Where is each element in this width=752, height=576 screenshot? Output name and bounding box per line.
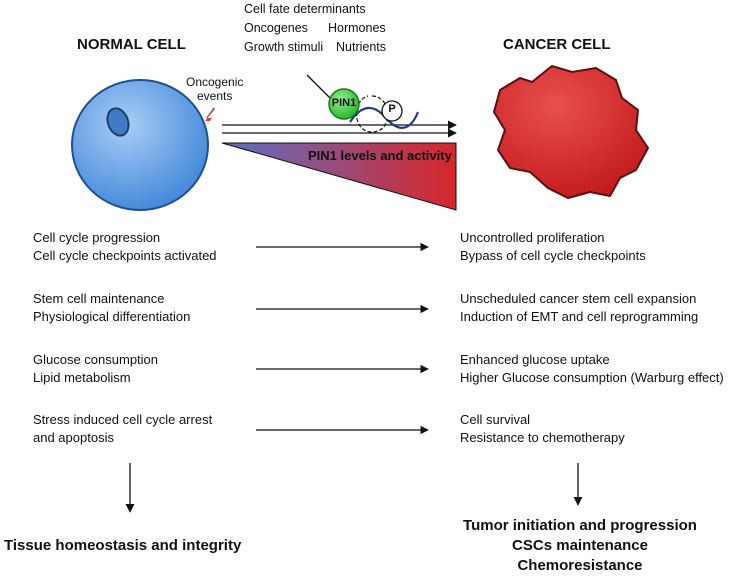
row-3-cancer: Enhanced glucose uptake Higher Glucose c… [460,351,724,387]
row-1-normal: Cell cycle progression Cell cycle checkp… [33,229,217,265]
normal-cell [71,79,209,211]
phosphate-icon [381,100,403,122]
row-1-normal-line-1: Cell cycle progression [33,230,161,245]
stimuli-nutrients: Nutrients [336,40,387,54]
row-3-cancer-line-2: Higher Glucose consumption (Warburg effe… [460,370,724,385]
row-4-normal-line-1: Stress induced cell cycle arrest [33,412,213,427]
pin1-gradient-triangle [221,142,457,211]
oncogenic-line-2: events [197,89,233,103]
oncogenic-line-1: Oncogenic [186,75,244,89]
row-1-normal-line-2: Cell cycle checkpoints activated [33,248,217,263]
row-3-normal-line-1: Glucose consumption [33,352,159,367]
pin1-enzyme [328,88,360,120]
row-4-normal-line-2: and apoptosis [33,430,114,445]
gradient-label: PIN1 levels and activity [308,148,452,163]
cancer-outcome-line-2: CSCs maintenance [512,537,648,554]
nucleus [106,107,130,137]
row-3-cancer-line-1: Enhanced glucose uptake [460,352,610,367]
row-2-cancer: Unscheduled cancer stem cell expansion I… [460,290,698,326]
row-2-normal: Stem cell maintenance Physiological diff… [33,290,190,326]
oncogenic-events-bolt [202,107,215,131]
pin1-label: PIN1 [331,97,357,109]
cancer-cell-title: CANCER CELL [503,36,611,53]
stimuli-oncogenes: Oncogenes [244,21,308,35]
cancer-outcome: Tumor initiation and progression CSCs ma… [452,516,708,576]
row-2-cancer-line-1: Unscheduled cancer stem cell expansion [460,291,697,306]
oncogenic-events-label: Oncogenic events [186,75,243,103]
row-1-cancer-line-1: Uncontrolled proliferation [460,230,605,245]
row-4-cancer-line-1: Cell survival [460,412,531,427]
row-2-normal-line-2: Physiological differentiation [33,309,191,324]
normal-cell-title: NORMAL CELL [77,36,186,53]
row-3-normal-line-2: Lipid metabolism [33,370,131,385]
row-4-cancer: Cell survival Resistance to chemotherapy [460,411,625,447]
cancer-outcome-line-3: Chemoresistance [517,557,643,574]
row-2-cancer-line-2: Induction of EMT and cell reprogramming [460,309,699,324]
row-3-normal: Glucose consumption Lipid metabolism [33,351,158,387]
stimuli-line-1: Cell fate determinants [244,2,366,16]
row-4-cancer-line-2: Resistance to chemotherapy [460,430,625,445]
cancer-cell [492,64,650,200]
row-1-cancer-line-2: Bypass of cell cycle checkpoints [460,248,646,263]
row-4-normal: Stress induced cell cycle arrest and apo… [33,411,212,447]
cancer-outcome-line-1: Tumor initiation and progression [463,517,697,534]
stimuli-hormones: Hormones [328,21,386,35]
row-1-cancer: Uncontrolled proliferation Bypass of cel… [460,229,646,265]
stimuli-growth: Growth stimuli [244,40,324,54]
normal-outcome: Tissue homeostasis and integrity [4,537,242,554]
row-2-normal-line-1: Stem cell maintenance [33,291,165,306]
phosphate-label: P [388,103,396,115]
